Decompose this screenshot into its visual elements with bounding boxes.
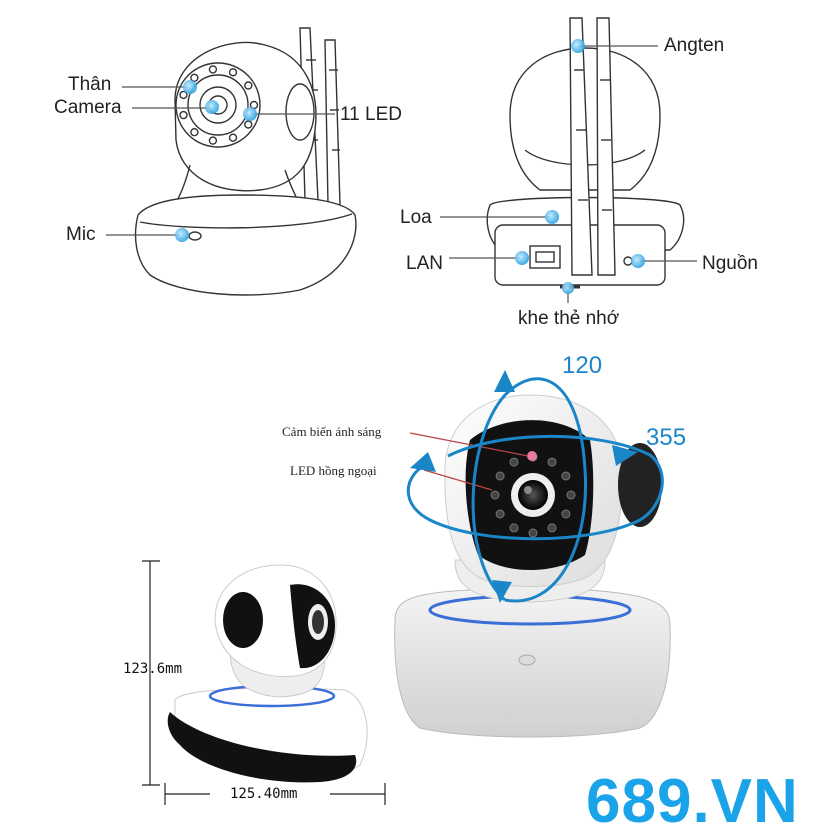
label-lan: LAN bbox=[406, 253, 443, 274]
led-dot bbox=[547, 523, 557, 533]
led-dot bbox=[179, 90, 188, 100]
led-dot bbox=[228, 133, 238, 142]
camera-back-sketch bbox=[486, 17, 685, 289]
led-dot bbox=[561, 509, 571, 519]
led-dot bbox=[509, 523, 519, 533]
led-dot bbox=[528, 528, 538, 538]
led-dot bbox=[208, 136, 218, 145]
led-dot bbox=[244, 120, 253, 129]
led-dot bbox=[495, 471, 505, 481]
label-than: Thân bbox=[68, 74, 112, 95]
label-11-led: 11 LED bbox=[340, 104, 402, 125]
camera-front-sketch bbox=[134, 27, 357, 296]
label-loa: Loa bbox=[400, 207, 432, 228]
led-dot bbox=[244, 81, 253, 90]
led-dot bbox=[509, 457, 519, 467]
led-dot bbox=[190, 73, 199, 83]
label-width-dimension: 125.40mm bbox=[230, 786, 298, 802]
label-cam-bien-anh-sang: Cảm biến ánh sáng bbox=[282, 424, 382, 439]
led-dot bbox=[547, 457, 557, 467]
callout-dots bbox=[175, 39, 645, 294]
led-dot bbox=[566, 490, 576, 500]
label-nguon: Nguồn bbox=[702, 253, 758, 274]
led-dot bbox=[561, 471, 571, 481]
led-dot bbox=[208, 65, 218, 74]
label-led-hong-ngoai: LED hồng ngoại bbox=[290, 463, 377, 478]
dimension-lines bbox=[142, 560, 386, 805]
callout-lines bbox=[106, 45, 697, 303]
label-rotation-vertical: 120 bbox=[562, 352, 603, 379]
led-dot bbox=[228, 68, 238, 77]
label-mic: Mic bbox=[66, 224, 96, 245]
led-dot bbox=[190, 127, 199, 137]
label-khe-the-nho: khe thẻ nhớ bbox=[518, 308, 620, 329]
camera-photo-side bbox=[167, 564, 368, 783]
led-dot bbox=[495, 509, 505, 519]
label-angten: Angten bbox=[664, 35, 725, 56]
led-dot bbox=[179, 110, 188, 120]
label-camera: Camera bbox=[54, 97, 122, 118]
camera-photo-main bbox=[394, 370, 671, 738]
label-rotation-horizontal: 355 bbox=[646, 424, 687, 451]
led-dot bbox=[490, 490, 500, 500]
brand-logo: 689.VN bbox=[586, 767, 799, 836]
label-height-dimension: 123.6mm bbox=[123, 661, 183, 677]
